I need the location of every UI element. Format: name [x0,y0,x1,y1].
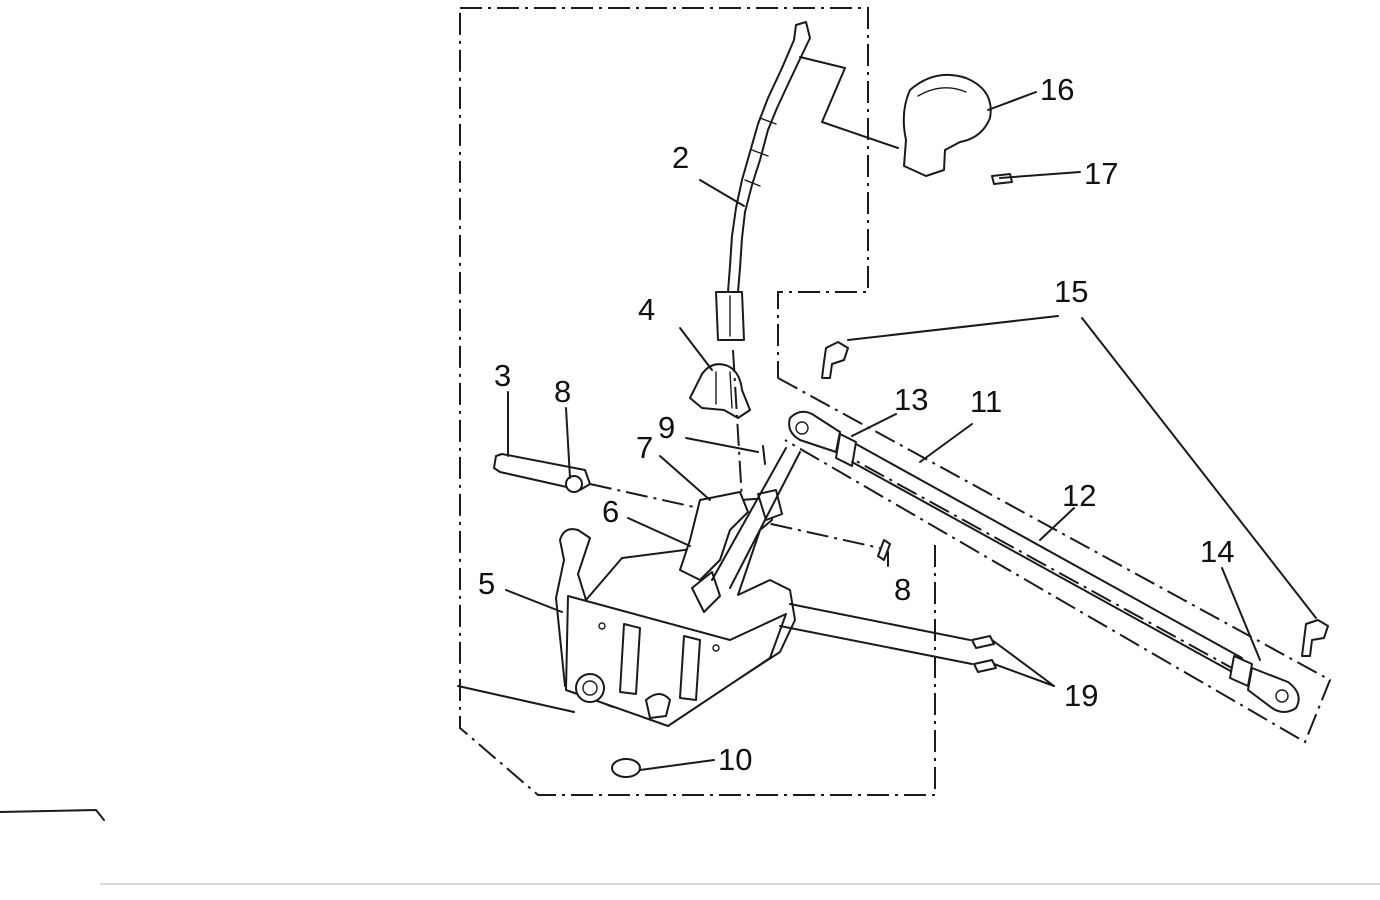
pivot-bracket [689,363,751,419]
callout-3: 3 [494,358,511,393]
mount-plate [555,497,796,727]
bolt-19-upper [971,635,995,649]
edge-fragment-left [0,809,105,821]
callout-13: 13 [894,382,928,417]
shift-lever [715,21,811,341]
callout-14: 14 [1200,534,1234,569]
bolt-19-lower [973,659,997,673]
callout-8-left: 8 [554,374,571,409]
shift-knob [902,74,992,177]
linkage-phantom-box [777,377,1332,744]
bolt-19-lead [779,603,973,665]
knob-screw [991,173,1013,185]
phantom-boundary [459,7,936,796]
linkage-phantom-inner [799,429,1291,701]
tie-rod-assembly [788,410,1300,713]
leader-lines [457,91,1317,771]
callout-16: 16 [1040,72,1074,107]
callout-10: 10 [718,742,752,777]
callout-6: 6 [602,494,619,529]
callout-11: 11 [970,384,1002,419]
callout-12: 12 [1062,478,1096,513]
bolt-15-left [821,341,849,379]
callout-17: 17 [1084,156,1118,191]
callout-4: 4 [638,292,655,327]
callout-2: 2 [672,140,689,175]
callout-9: 9 [658,410,675,445]
callout-8-right: 8 [894,572,911,607]
lever-axis-line [732,349,743,501]
pin-9 [762,445,766,465]
washer-10 [611,758,641,778]
bolt-15-right [1301,619,1329,657]
pivot-bolt [493,453,591,493]
callout-7: 7 [636,430,653,465]
callout-19: 19 [1064,678,1098,713]
callout-5: 5 [478,566,495,601]
knob-leader-line [799,56,899,149]
clip-8 [877,539,891,561]
shift-yoke [679,447,801,613]
callout-15: 15 [1054,274,1088,309]
